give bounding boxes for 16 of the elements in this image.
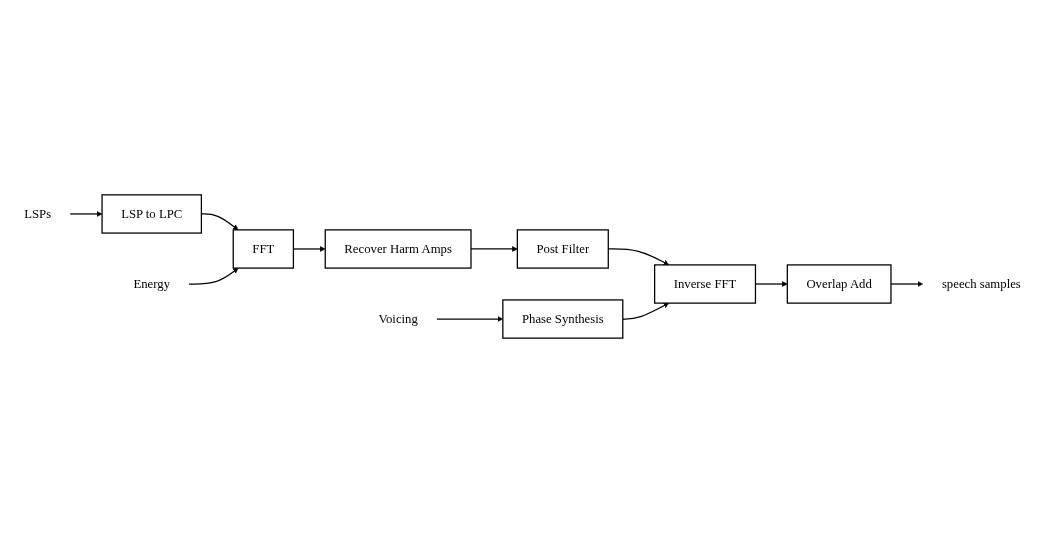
node-box: LSP to LPC: [101, 194, 203, 234]
node-box: Post Filter: [516, 229, 609, 269]
node-box: Phase Synthesis: [502, 299, 624, 339]
node-box: FFT: [232, 229, 295, 269]
arrow: [622, 302, 670, 320]
node-text: LSPs: [24, 206, 52, 221]
arrow: [890, 281, 924, 287]
node-box: Recover Harm Amps: [324, 229, 472, 269]
node-text: Energy: [133, 277, 170, 292]
node-box: Overlap Add: [786, 264, 892, 304]
node-text: Voicing: [378, 312, 418, 327]
arrow: [69, 211, 103, 217]
node-text: speech samples: [941, 277, 1021, 292]
arrow: [470, 246, 518, 252]
node-box: Inverse FFT: [654, 264, 757, 304]
arrow: [188, 267, 239, 285]
